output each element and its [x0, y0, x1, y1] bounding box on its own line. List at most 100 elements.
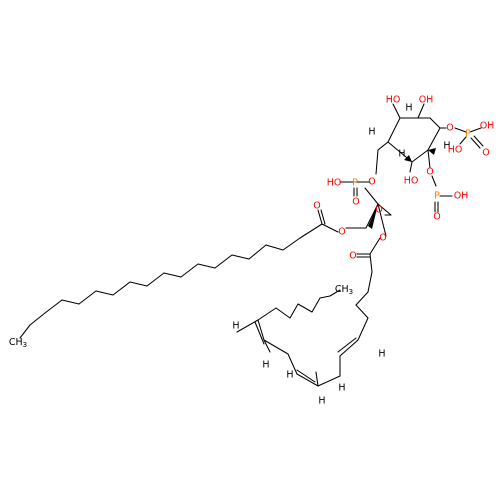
- bond: [364, 187, 379, 205]
- atom-label-hydrogen: H: [318, 396, 325, 407]
- bond: [369, 237, 381, 255]
- bond: [163, 272, 182, 278]
- atom-label-oxygen: O: [349, 251, 356, 262]
- bond: [231, 254, 250, 260]
- bond: [296, 369, 316, 383]
- bond: [129, 281, 148, 287]
- atom-label-hydrogen: H: [443, 141, 450, 152]
- bond: [377, 203, 387, 237]
- bond: [29, 312, 46, 326]
- atom-label-hydrogen: H: [286, 370, 293, 381]
- bond: [263, 339, 271, 353]
- methyl-label-text: CH: [335, 284, 349, 295]
- bond: [197, 263, 216, 269]
- bond: [311, 297, 321, 313]
- bond: [377, 203, 392, 216]
- atom-label-oxygen: O: [446, 123, 453, 134]
- bond: [427, 149, 431, 169]
- atom-labels: HO OH H H H H HO O P OH HO O O HO P O O …: [9, 95, 494, 407]
- bond: [369, 253, 373, 273]
- atom-label-hydroxyl: OH: [454, 191, 469, 202]
- bond: [299, 223, 323, 239]
- methyl-label-text: CH: [9, 337, 23, 348]
- atom-label-oxygen: O: [338, 227, 345, 238]
- stereo-wedge: [428, 148, 436, 155]
- bond: [257, 307, 277, 321]
- bond: [296, 373, 319, 387]
- bond: [317, 375, 341, 387]
- bond: [377, 141, 389, 151]
- methyl-subscript: 3: [23, 341, 27, 349]
- bond: [146, 272, 165, 287]
- atom-label-hydroxyl: HO: [404, 176, 419, 187]
- atom-label-hydroxyl: HO: [327, 178, 342, 189]
- bond: [319, 295, 331, 299]
- bond: [339, 339, 359, 357]
- bond: [263, 339, 289, 355]
- bond: [329, 289, 341, 297]
- bond: [317, 209, 323, 225]
- bond: [320, 209, 326, 225]
- bond: [469, 127, 482, 133]
- bond: [254, 321, 265, 345]
- bond: [315, 371, 319, 387]
- bond: [289, 303, 299, 319]
- atom-label-phosphorus: P: [434, 191, 440, 202]
- atom-label-oxygen: O: [313, 201, 320, 212]
- bond: [61, 299, 80, 305]
- bond: [282, 237, 301, 251]
- bond: [355, 304, 369, 319]
- bond: [112, 281, 131, 296]
- bond: [411, 149, 429, 163]
- bond: [265, 244, 284, 251]
- atom-label-hydroxyl: HO: [448, 145, 463, 156]
- bond: [417, 103, 425, 119]
- bond: [365, 203, 379, 229]
- atom-label-hydrogen: H: [405, 103, 412, 114]
- bond: [78, 290, 97, 305]
- bond: [387, 117, 401, 143]
- bond: [367, 271, 373, 293]
- bond: [321, 223, 339, 233]
- bond: [473, 135, 484, 147]
- bond: [392, 103, 401, 119]
- atom-label-oxygen: O: [433, 212, 440, 223]
- atom-label-hydrogen: H: [338, 383, 345, 394]
- atom-label-hydrogen: H: [262, 360, 269, 371]
- bond: [429, 117, 441, 129]
- bond: [459, 136, 467, 145]
- bond: [257, 319, 265, 341]
- bond: [180, 263, 199, 278]
- bond: [287, 353, 298, 375]
- bond: [427, 127, 441, 151]
- atom-label-oxygen: O: [379, 233, 386, 244]
- atom-label-hydroxyl: OH: [480, 121, 495, 132]
- atom-label-methyl: CH3: [9, 337, 27, 350]
- bond: [44, 299, 63, 314]
- atom-label-phosphorus: P: [465, 129, 471, 140]
- atom-label-hydrogen: H: [232, 321, 239, 332]
- atom-label-phosphorus: P: [352, 178, 358, 189]
- bond: [337, 337, 357, 353]
- atom-label-hydrogen: H: [368, 127, 375, 138]
- atom-label-oxygen: O: [352, 197, 359, 208]
- atom-label-methyl: CH3: [335, 284, 353, 297]
- bond: [454, 127, 467, 133]
- bond: [409, 161, 413, 173]
- atom-label-hydrogen: H: [398, 149, 405, 160]
- atom-label-oxygen: O: [482, 148, 489, 159]
- atom-label-oxygen: O: [426, 167, 433, 178]
- atom-label-hydroxyl: OH: [419, 95, 434, 106]
- bond: [248, 244, 267, 260]
- bond: [355, 291, 369, 306]
- bond: [214, 254, 233, 269]
- atom-label-hydroxyl: HO: [386, 95, 401, 106]
- bond: [375, 149, 379, 175]
- bond: [297, 303, 313, 313]
- stereo-wedge: [404, 155, 412, 162]
- bond: [19, 324, 31, 339]
- atom-label-oxygen: O: [375, 205, 382, 216]
- bond: [275, 307, 291, 319]
